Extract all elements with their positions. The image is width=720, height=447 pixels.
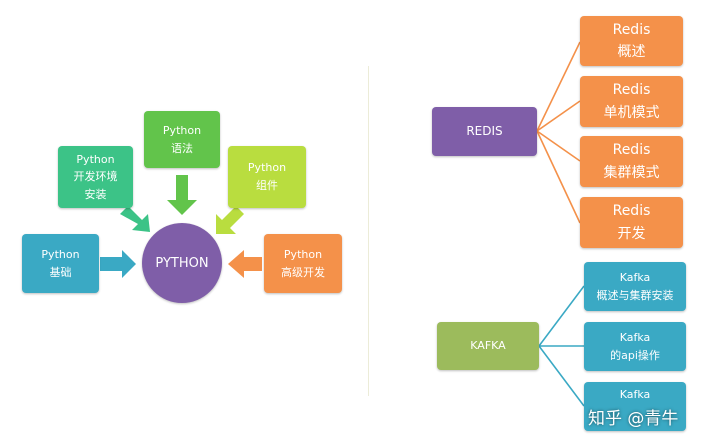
section-divider [368, 66, 369, 396]
node-subtitle: 概述 [617, 44, 646, 60]
node-title: Python [41, 247, 80, 261]
python-center-node: PYTHON [142, 223, 222, 303]
arrow-advanced [228, 250, 262, 278]
node-subtitle: 单机模式 [603, 104, 660, 121]
root-label: REDIS [466, 123, 503, 138]
python-basics-node: Python 基础 [22, 234, 99, 293]
kafka-third-node: Kafka [584, 382, 686, 431]
node-title: Kafka [619, 270, 651, 284]
node-subtitle: 的api操作 [610, 348, 660, 362]
python-advanced-node: Python 高级开发 [264, 234, 342, 293]
node-subtitle: 概述与集群安装 [596, 288, 674, 302]
node-subtitle: 语法 [171, 141, 193, 155]
redis-cluster-node: Redis 集群模式 [580, 136, 683, 187]
node-subtitle: 集群模式 [603, 164, 660, 181]
python-env-node: Python 开发环境 安装 [58, 146, 133, 208]
watermark-text: 知乎 @青牛 [588, 409, 679, 429]
kafka-links [538, 285, 585, 407]
node-title: Python [162, 123, 202, 137]
python-syntax-node: Python 语法 [144, 111, 220, 168]
redis-overview-node: Redis 概述 [580, 16, 683, 66]
redis-dev-node: Redis 开发 [580, 197, 683, 248]
node-subtitle: 开发环境 [73, 170, 118, 184]
watermark: 知乎 @青牛 [588, 404, 678, 429]
node-subtitle: 组件 [256, 179, 278, 192]
kafka-root-node: KAFKA [437, 322, 539, 370]
kafka-overview-node: Kafka 概述与集群安装 [584, 262, 686, 311]
arrow-syntax [167, 175, 197, 215]
python-components-node: Python 组件 [228, 146, 306, 208]
center-label: PYTHON [155, 255, 209, 271]
node-subtitle-2: 安装 [84, 187, 107, 201]
arrow-basics [100, 250, 136, 278]
node-title: Python [76, 152, 115, 166]
redis-root-node: REDIS [432, 107, 537, 156]
node-title: Redis [612, 21, 651, 38]
node-subtitle: 高级开发 [281, 265, 325, 279]
node-title: Redis [612, 203, 651, 220]
redis-links [536, 41, 581, 224]
node-title: Kafka [619, 388, 651, 401]
node-title: Redis [612, 142, 651, 159]
root-label: KAFKA [470, 339, 506, 353]
node-subtitle: 基础 [49, 265, 72, 279]
node-title: Redis [612, 82, 651, 99]
node-subtitle: 开发 [617, 225, 646, 242]
redis-standalone-node: Redis 单机模式 [580, 76, 683, 127]
node-title: Python [247, 161, 287, 175]
node-title: Kafka [619, 330, 651, 344]
arrow-components [216, 206, 244, 234]
arrow-env [120, 206, 150, 232]
kafka-api-node: Kafka 的api操作 [584, 322, 686, 371]
node-title: Python [283, 247, 323, 261]
